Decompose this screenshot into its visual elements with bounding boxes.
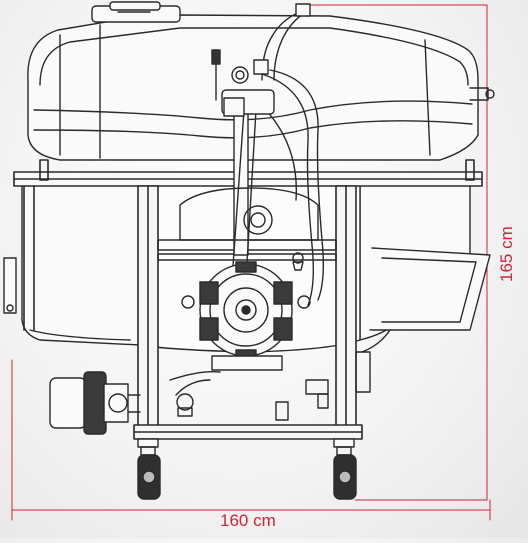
suction-filter — [49, 371, 141, 435]
frame — [13, 159, 483, 440]
caster-wheels — [137, 438, 357, 500]
mast-and-hoses — [211, 3, 325, 306]
sump — [179, 187, 319, 271]
width-dimension-label: 160 cm — [220, 511, 276, 530]
pump — [169, 261, 311, 421]
right-fittings — [305, 329, 391, 409]
height-dimension-label: 165 cm — [497, 226, 516, 282]
